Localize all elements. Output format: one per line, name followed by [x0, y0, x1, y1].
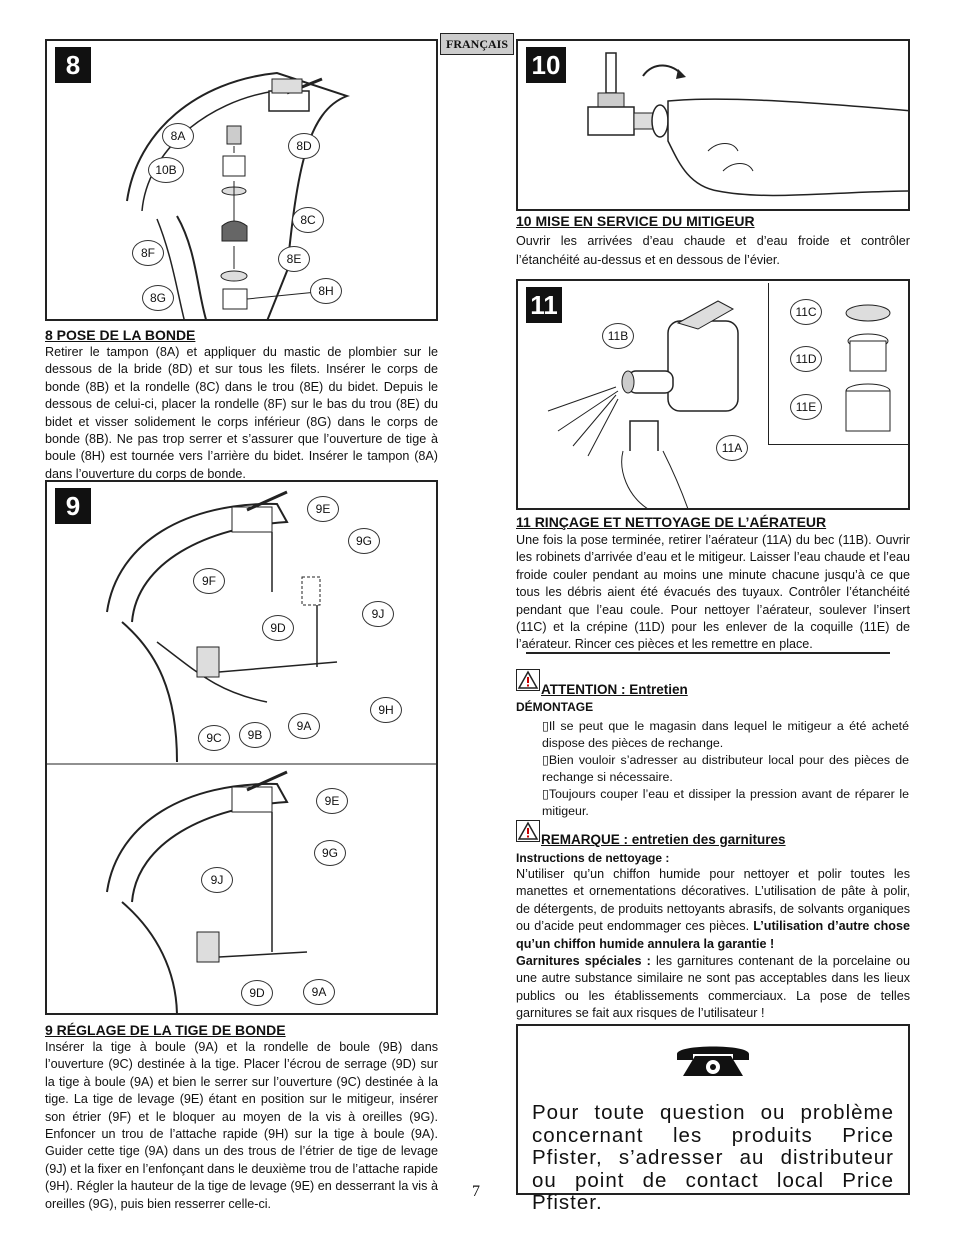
section-9-text: Insérer la tige à boule (9A) et la ronde… — [45, 1040, 438, 1211]
section-11-text: Une fois la pose terminée, retirer l’aér… — [516, 533, 910, 652]
bullet-marker: ▯ — [542, 719, 549, 733]
label-9H: 9H — [370, 697, 402, 723]
label-8D: 8D — [288, 133, 320, 159]
label-8E: 8E — [278, 246, 310, 272]
remarque-text: N’utiliser qu’un chiffon humide pour net… — [516, 866, 910, 1023]
label-9E: 9E — [307, 496, 339, 522]
contact-text: Pour toute question ou problème concerna… — [532, 1101, 894, 1214]
attention-bullet-2-text: Bien vouloir s’adresser au distributeur … — [542, 753, 909, 784]
label-8G: 8G — [142, 285, 174, 311]
section-8-text: Retirer le tampon (8A) et appliquer du m… — [45, 345, 438, 481]
section-11-title: 11 RINÇAGE ET NETTOYAGE DE L’AÉRATEUR — [516, 514, 827, 530]
label-8A: 8A — [162, 123, 194, 149]
figure-10-number: 10 — [526, 47, 566, 83]
remarque-title: REMARQUE : entretien des garnitures — [541, 832, 786, 847]
label-8C: 8C — [292, 207, 324, 233]
aerator-illustration — [547, 300, 891, 508]
figure-10: 10 — [516, 39, 910, 211]
attention-subtitle: DÉMONTAGE — [516, 700, 594, 714]
supply-valve-illustration — [587, 52, 908, 197]
telephone-icon — [677, 1046, 749, 1076]
label-11C: 11C — [790, 299, 822, 325]
remarque-text-1: N’utiliser qu’un chiffon humide pour net… — [516, 867, 910, 934]
label-8F: 8F — [132, 240, 164, 266]
attention-bullet-3-text: Toujours couper l’eau et dissiper la pre… — [542, 787, 909, 818]
figure-8: 8 8A 10B 8D 8C 8F 8E 8G 8H — [45, 39, 438, 321]
bullet-marker: ▯ — [542, 753, 549, 767]
label-9A: 9A — [288, 713, 320, 739]
attention-bullet-1-text: Il se peut que le magasin dans lequel le… — [542, 719, 909, 750]
figure-9: 9 9E 9G 9F 9J 9D 9H 9C 9B 9A 9E 9G 9J 9D… — [45, 480, 438, 1015]
label-8H: 8H — [310, 278, 342, 304]
label-11B: 11B — [602, 323, 634, 349]
label-9B: 9B — [239, 722, 271, 748]
label-9C: 9C — [198, 725, 230, 751]
bullet-marker: ▯ — [542, 787, 549, 801]
label-11A: 11A — [716, 435, 748, 461]
label-9D-lower: 9D — [241, 980, 273, 1006]
language-tab: FRANÇAIS — [440, 33, 514, 55]
label-9G-lower: 9G — [314, 840, 346, 866]
warning-triangle-icon — [516, 820, 540, 842]
remarque-special-trim-label: Garnitures spéciales : — [516, 954, 651, 969]
label-9J: 9J — [362, 601, 394, 627]
section-8-title: 8 POSE DE LA BONDE — [45, 327, 196, 343]
contact-box: Pour toute question ou problème concerna… — [516, 1024, 910, 1214]
label-9F: 9F — [193, 568, 225, 594]
aerator-parts-panel — [768, 283, 908, 445]
label-11D: 11D — [790, 346, 822, 372]
label-11E: 11E — [790, 394, 822, 420]
attention-bullet-2: ▯Bien vouloir s’adresser au distributeur… — [542, 752, 909, 786]
label-9A-lower: 9A — [303, 979, 335, 1005]
figure-11-number: 11 — [526, 287, 562, 323]
figure-8-number: 8 — [55, 47, 91, 83]
warning-triangle-icon — [516, 669, 540, 691]
label-9E-lower: 9E — [316, 788, 348, 814]
bidet-drain-illustration — [126, 71, 351, 319]
attention-bullet-3: ▯Toujours couper l’eau et dissiper la pr… — [542, 786, 909, 820]
remarque-subtitle: Instructions de nettoyage : — [516, 851, 670, 865]
figure-9-number: 9 — [55, 488, 91, 524]
figure-11: 11 11B 11A 11C 11D 11E — [516, 279, 910, 510]
label-10B: 10B — [148, 157, 184, 183]
attention-bullet-1: ▯Il se peut que le magasin dans lequel l… — [542, 718, 909, 752]
pop-up-rod-illustration — [47, 490, 436, 1013]
remarque-text-2: les garnitures contenant de la porcelain… — [516, 954, 910, 1021]
section-divider — [526, 652, 890, 654]
label-9G: 9G — [348, 528, 380, 554]
section-10-title: 10 MISE EN SERVICE DU MITIGEUR — [516, 213, 755, 229]
remarque-warranty-warning: L’utilisation d’autre chose qu’un chiffo… — [516, 919, 910, 951]
attention-title: ATTENTION : Entretien — [541, 682, 688, 697]
section-10-text: Ouvrir les arrivées d’eau chaude et d’ea… — [516, 234, 910, 267]
label-9J-lower: 9J — [201, 867, 233, 893]
section-9-title: 9 RÉGLAGE DE LA TIGE DE BONDE — [45, 1022, 286, 1038]
page-number: 7 — [472, 1183, 480, 1200]
label-9D: 9D — [262, 615, 294, 641]
